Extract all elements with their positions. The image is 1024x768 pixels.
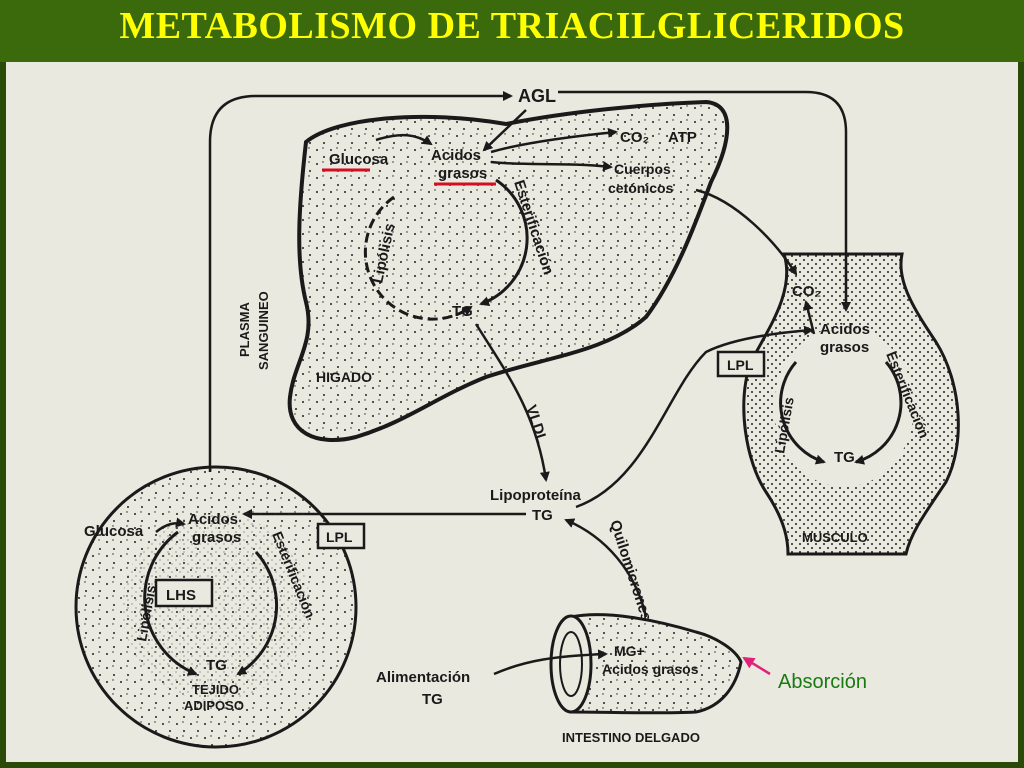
intestine bbox=[549, 613, 743, 715]
food-tg-label: TG bbox=[422, 691, 443, 708]
muscle-esterification-arrow bbox=[854, 361, 903, 465]
adipose-tg-label: TG bbox=[206, 657, 227, 674]
muscle-lipolysis-arrow bbox=[779, 361, 826, 465]
liver-cuerpos-label: Cuerpos bbox=[614, 161, 671, 177]
adipose-esterification-arrow bbox=[236, 550, 279, 676]
muscle-fa-to-co2-arrow bbox=[803, 300, 816, 335]
muscle-tg-label: TG bbox=[834, 449, 855, 466]
vldl-label: VLDL bbox=[522, 403, 550, 446]
alimentacion-label: Alimentación bbox=[376, 669, 470, 686]
liver-name-label: HIGADO bbox=[316, 369, 372, 385]
muscle-inner bbox=[774, 327, 914, 487]
adipose-lipolysis-arrow bbox=[143, 530, 198, 676]
adipose-acidos-label: Acidos bbox=[188, 511, 238, 528]
fa-to-co2-arrow bbox=[490, 127, 618, 154]
liver bbox=[287, 99, 730, 443]
muscle bbox=[742, 252, 960, 556]
adipose-glucosa-label: Glucosa bbox=[84, 523, 144, 540]
adipose-lpl-box bbox=[316, 522, 366, 550]
liver-atp-label: ATP bbox=[668, 129, 697, 146]
intestine-outline bbox=[569, 613, 743, 715]
muscle-grasos-label: grasos bbox=[820, 339, 869, 356]
liver-co2-label: CO₂ bbox=[620, 129, 649, 146]
adipose-lpl-label: LPL bbox=[326, 529, 353, 545]
muscle-lpl-box bbox=[716, 350, 766, 378]
metabolism-diagram: Glucosa Acidos grasos CO₂ ATP Cuerpos ce… bbox=[74, 86, 960, 749]
glucose-to-fa-arrow bbox=[375, 133, 433, 146]
adipose-to-agl-line bbox=[208, 91, 513, 472]
muscle-acidos-label: Acidos bbox=[820, 321, 870, 338]
intestino-label: INTESTINO DELGADO bbox=[562, 730, 700, 745]
liver-tg-label: TG bbox=[452, 303, 473, 320]
agl-label: AGL bbox=[518, 86, 556, 106]
agl-to-muscle-line bbox=[558, 90, 851, 312]
liver-cetonicos-label: cetónicos bbox=[608, 180, 674, 196]
lhs-box bbox=[154, 578, 214, 608]
adiposo-label: ADIPOSO bbox=[184, 698, 244, 713]
liver-outline bbox=[287, 99, 730, 443]
muscle-name-label: MUSCULO bbox=[802, 530, 868, 545]
lipoproteina-tg-label: TG bbox=[532, 507, 553, 524]
liver-glucosa-label: Glucosa bbox=[329, 151, 389, 168]
food-to-intestine-arrow bbox=[493, 649, 608, 676]
adipose-tissue bbox=[74, 465, 358, 749]
plasma-label: PLASMA bbox=[237, 302, 252, 358]
liver-esterification-arrow bbox=[479, 178, 529, 306]
muscle-co2-label: CO₂ bbox=[792, 283, 821, 300]
slide-title: METABOLISMO DE TRIACILGLICERIDOS bbox=[119, 5, 905, 47]
intestine-lumen bbox=[559, 631, 583, 697]
ketones-to-muscle-arrow bbox=[695, 188, 798, 276]
adipose-grasos-label: grasos bbox=[192, 529, 241, 546]
tejido-label: TEJIDO bbox=[192, 682, 239, 697]
vldl-arrow bbox=[474, 323, 550, 482]
lipoproteina-label: Lipoproteína bbox=[490, 487, 581, 504]
fa-to-ketones-arrow bbox=[490, 160, 613, 172]
lhs-label: LHS bbox=[166, 587, 196, 604]
chylomicron-arrow bbox=[564, 518, 648, 618]
adipose-glucose-arrow bbox=[155, 517, 186, 533]
intestine-opening bbox=[549, 614, 593, 714]
absorcion-label: Absorción bbox=[778, 671, 867, 693]
liver-lipolysis-arrow bbox=[363, 195, 473, 321]
intestine-acidos-grasos-label: Acidos grasos bbox=[602, 661, 699, 677]
mg-label: MG+ bbox=[614, 643, 645, 659]
absorcion-arrow bbox=[742, 656, 771, 676]
liver-acidos-label: Acidos bbox=[431, 147, 481, 164]
muscle-lpl-label: LPL bbox=[727, 357, 754, 373]
sanguineo-label: SANGUINEO bbox=[256, 291, 271, 370]
quilomicrones-label: Quilomicrones bbox=[606, 518, 655, 623]
liver-grasos-label: grasos bbox=[438, 165, 487, 182]
title-bar bbox=[0, 0, 1024, 62]
agl-to-liver-arrow bbox=[482, 109, 527, 152]
